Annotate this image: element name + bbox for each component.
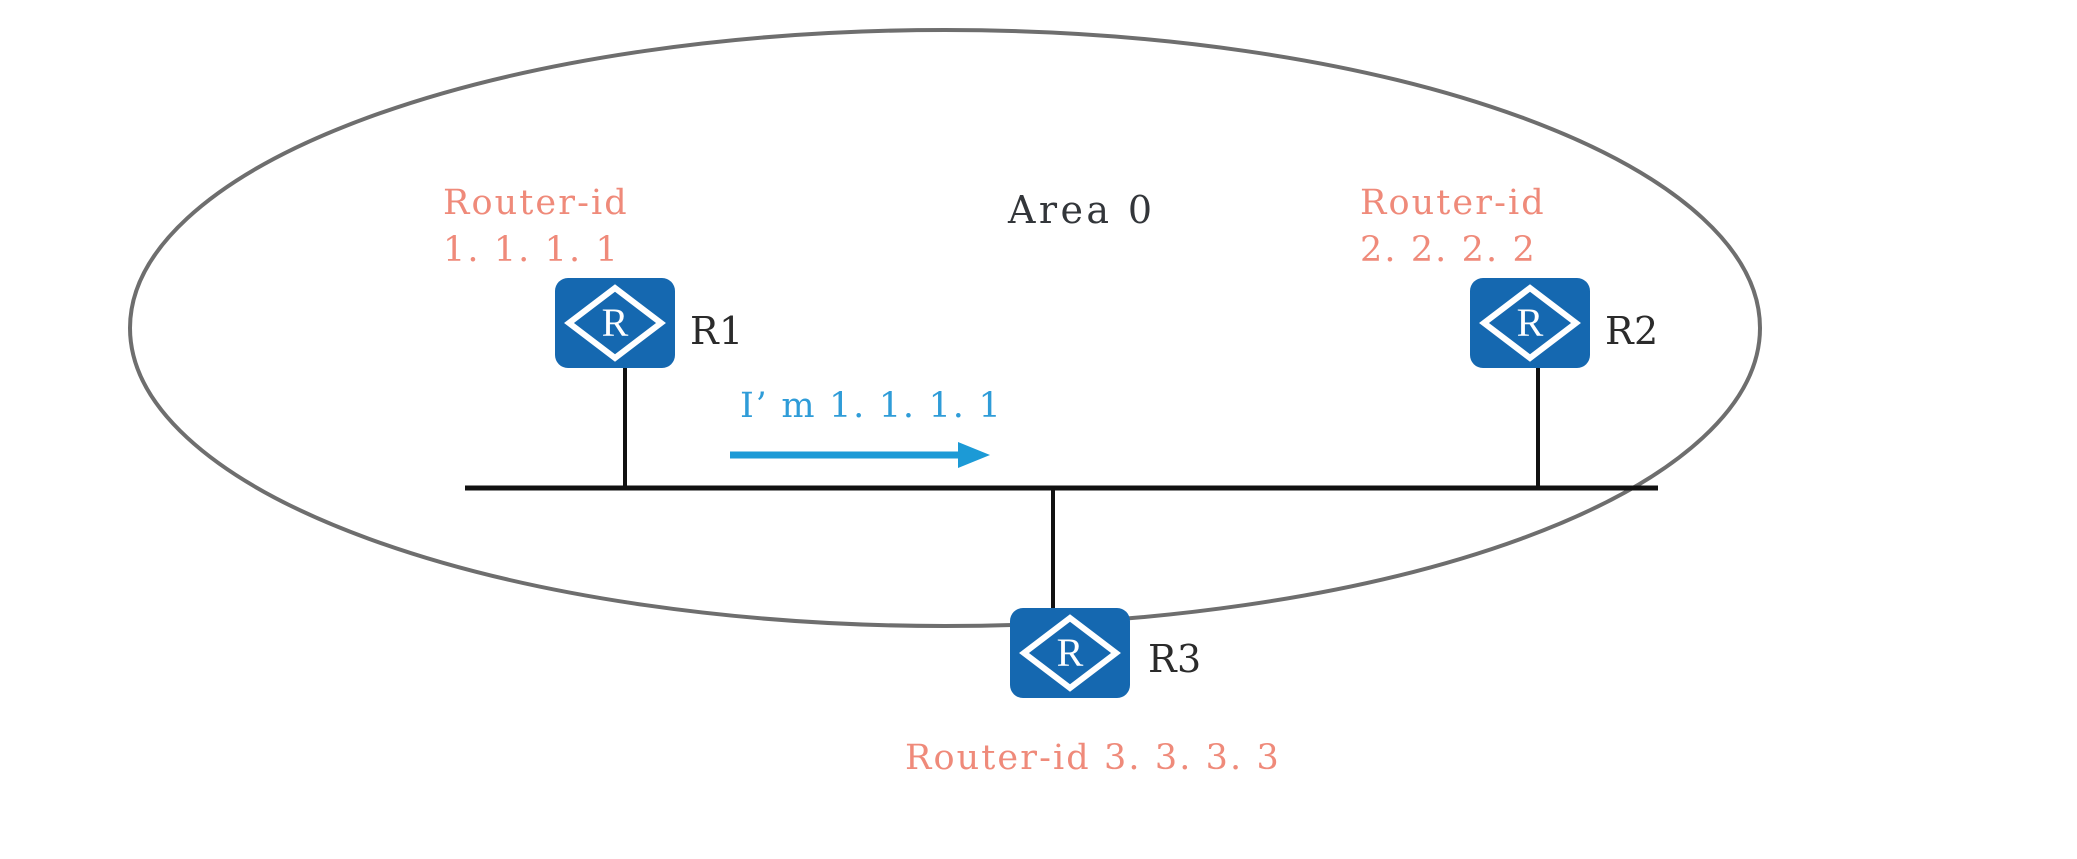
- router-icon-r1[interactable]: R: [555, 278, 675, 368]
- diamond-glyph: [1019, 614, 1121, 692]
- router-letter-glyph: R: [1057, 630, 1084, 675]
- hello-packet-arrow-icon: [730, 442, 990, 468]
- router-letter-glyph: R: [1517, 300, 1544, 345]
- router-id-line-2: 1. 1. 1. 1: [443, 229, 620, 270]
- router-icon-r2[interactable]: R: [1470, 278, 1590, 368]
- router-name-r3: R3: [1148, 637, 1202, 681]
- router-name-r1: R1: [690, 309, 744, 353]
- router-id-line-1: Router-id: [1360, 183, 1546, 223]
- hello-packet-label: I’ m 1. 1. 1. 1: [740, 386, 1003, 426]
- router-id-line-1: Router-id: [443, 183, 629, 223]
- router-id-label-r2: Router-id 2. 2. 2. 2: [1360, 180, 1546, 274]
- diamond-glyph: [1479, 284, 1581, 362]
- router-icon-r3[interactable]: R: [1010, 608, 1130, 698]
- router-id-label-r1: Router-id 1. 1. 1. 1: [443, 180, 629, 274]
- area-label: Area 0: [1008, 188, 1156, 232]
- diamond-glyph: [564, 284, 666, 362]
- router-id-label-r3: Router-id 3. 3. 3. 3: [905, 738, 1281, 778]
- area-boundary-ellipse: [128, 28, 1762, 628]
- router-letter-glyph: R: [602, 300, 629, 345]
- router-id-line-2: 2. 2. 2. 2: [1360, 229, 1537, 270]
- router-name-r2: R2: [1605, 309, 1659, 353]
